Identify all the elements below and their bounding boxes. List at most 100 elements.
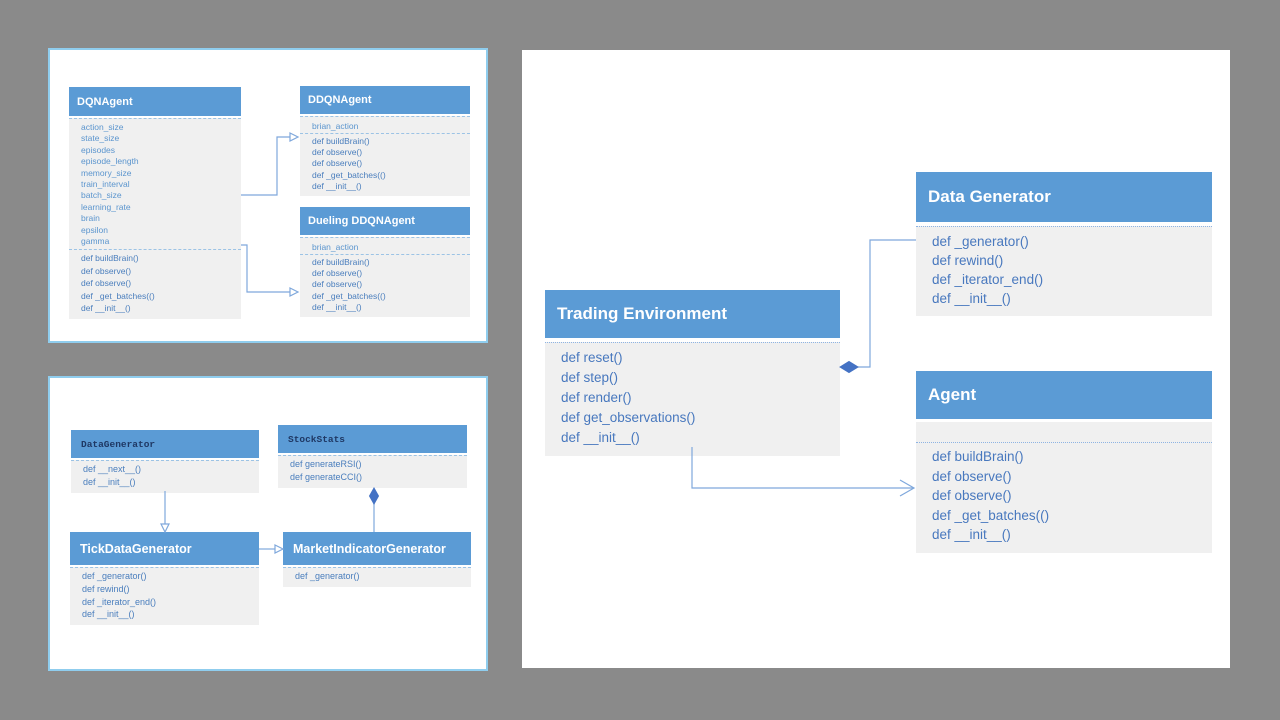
composition-line-tradingenv-to-datagenerator — [858, 239, 916, 368]
inheritance-arrow-datagenerator-to-tick — [160, 523, 170, 534]
class-header-dueling-ddqnagent: Dueling DDQNAgent — [300, 207, 470, 235]
attribute: batch_size — [81, 190, 122, 201]
methods-list: def buildBrain()def observe()def observe… — [300, 133, 470, 196]
method: def observe() — [81, 278, 132, 289]
empty-attributes-section — [916, 422, 1212, 442]
method: def __init__() — [312, 180, 362, 191]
class-body-marketindicatorgenerator: def _generator() — [283, 567, 471, 587]
class-body-agent: def buildBrain() def observe() def observe… — [916, 422, 1212, 553]
method: def __init__() — [82, 609, 135, 620]
association-arrow-tradingenv-to-agent — [899, 479, 916, 497]
methods-list: def reset() def step() def render() def get… — [545, 343, 840, 456]
inheritance-line-dqn-to-ddqn — [241, 136, 290, 196]
method: def observe() — [312, 268, 363, 279]
class-box-stockstats: StockStats def generateRSI()def generate… — [278, 425, 467, 488]
inheritance-arrow-tick-to-market — [274, 544, 285, 554]
methods-list: def generateRSI() def generateCCI() — [278, 456, 467, 488]
class-body-ddqnagent: brian_action def buildBrain() def observe… — [300, 116, 470, 197]
methods-list: def buildBrain()def observe()def observe… — [69, 249, 241, 318]
method: def _iterator_end() — [82, 596, 157, 607]
class-body-trading-environment: def reset() def step() def render() def get… — [545, 342, 840, 456]
class-header-dqnagent: DQNAgent — [69, 87, 241, 116]
method: def rewind() — [82, 583, 130, 594]
attributes-list: brian_action — [300, 117, 470, 133]
generators-connectors — [160, 486, 380, 554]
attribute: state_size — [81, 133, 120, 144]
inheritance-line-dqn-to-dueling — [241, 244, 290, 293]
methods-list: def _generator()def rewind() def _iterato… — [70, 568, 259, 625]
class-box-dueling-ddqnagent: Dueling DDQNAgent brian_action def build… — [300, 207, 470, 318]
class-body-stockstats: def generateRSI() def generateCCI() — [278, 455, 467, 488]
method: def __next__() — [83, 464, 142, 474]
method: def observe() — [312, 158, 363, 169]
class-header-tickdatagenerator: TickDataGenerator — [70, 532, 259, 565]
method: def observe() — [81, 265, 132, 276]
methods-list: def _generator()def rewind()def _iterato… — [916, 227, 1212, 316]
method: def observe() — [932, 488, 1012, 503]
class-box-ddqnagent: DDQNAgent brian_action def buildBrain() d… — [300, 86, 470, 197]
class-header-agent: Agent — [916, 371, 1212, 419]
attribute: gamma — [81, 236, 110, 247]
class-header-ddqnagent: DDQNAgent — [300, 86, 470, 114]
method: def __init__() — [561, 430, 640, 445]
method: def buildBrain() — [312, 257, 370, 267]
class-body-datagenerator: def __next__()def __init__() — [71, 460, 259, 493]
class-body-data-generator: def _generator()def rewind()def _iterato… — [916, 226, 1212, 316]
method: def generateCCI() — [290, 471, 363, 482]
class-body-dueling-ddqnagent: brian_action def buildBrain()def observe… — [300, 237, 470, 318]
method: def __init__() — [932, 527, 1011, 542]
method: def buildBrain() — [932, 449, 1024, 464]
method: def generateRSI() — [290, 459, 362, 469]
method: def buildBrain() — [312, 136, 370, 146]
method: def step() — [561, 370, 619, 385]
method: def observe() — [932, 468, 1012, 484]
method: def _generator() — [82, 571, 147, 581]
methods-list: def buildBrain() def observe() def observe… — [916, 442, 1212, 553]
attribute: episodes — [81, 144, 116, 155]
method: def __init__() — [83, 476, 136, 487]
method: def _get_batches(() — [932, 507, 1050, 523]
attribute: action_size — [81, 122, 124, 132]
method: def get_observations() — [561, 410, 696, 425]
generators-diagram-panel: DataGenerator def __next__()def __init__… — [48, 376, 488, 671]
class-box-trading-environment: Trading Environment def reset()def step(… — [545, 290, 840, 456]
method: def __init__() — [81, 303, 131, 314]
attributes-list: brian_action — [300, 238, 470, 254]
class-box-datagenerator: DataGenerator def __next__()def __init__… — [71, 430, 259, 493]
methods-list: def __next__()def __init__() — [71, 461, 259, 493]
attribute: brain — [81, 213, 100, 224]
class-box-marketindicatorgenerator: MarketIndicatorGenerator def _generator(… — [283, 532, 471, 587]
class-header-data-generator: Data Generator — [916, 172, 1212, 222]
composition-diamond-tradingenv-to-datagenerator — [839, 360, 859, 374]
class-body-tickdatagenerator: def _generator()def rewind() def _iterato… — [70, 567, 259, 626]
class-box-tickdatagenerator: TickDataGenerator def _generator()def re… — [70, 532, 259, 626]
method: def _get_batches(() — [81, 290, 155, 301]
attribute: learning_rate — [81, 201, 131, 212]
class-header-stockstats: StockStats — [278, 425, 467, 453]
method: def _get_batches(() — [312, 290, 386, 301]
method: def observe() — [312, 279, 363, 290]
attribute: brian_action — [312, 242, 359, 252]
class-box-agent: Agent def buildBrain() def observe() def o… — [916, 371, 1212, 553]
attribute: train_interval — [81, 179, 130, 190]
composition-diamond-market-to-stockstats — [368, 486, 380, 506]
attribute: brian_action — [312, 121, 359, 131]
method: def reset() — [561, 350, 623, 365]
method: def _get_batches(() — [312, 169, 386, 180]
method: def __init__() — [312, 301, 362, 312]
method: def _generator() — [295, 571, 360, 581]
method: def _generator() — [932, 234, 1029, 249]
attribute: memory_size — [81, 167, 132, 178]
inheritance-arrow-dqn-to-dueling — [289, 287, 300, 297]
method: def render() — [561, 390, 632, 405]
methods-list: def _generator() — [283, 568, 471, 587]
environment-diagram-panel: Trading Environment def reset()def step(… — [522, 50, 1230, 668]
methods-list: def buildBrain()def observe()def observe… — [300, 254, 470, 317]
class-header-datagenerator: DataGenerator — [71, 430, 259, 458]
class-header-marketindicatorgenerator: MarketIndicatorGenerator — [283, 532, 471, 565]
method: def _iterator_end() — [932, 272, 1044, 287]
